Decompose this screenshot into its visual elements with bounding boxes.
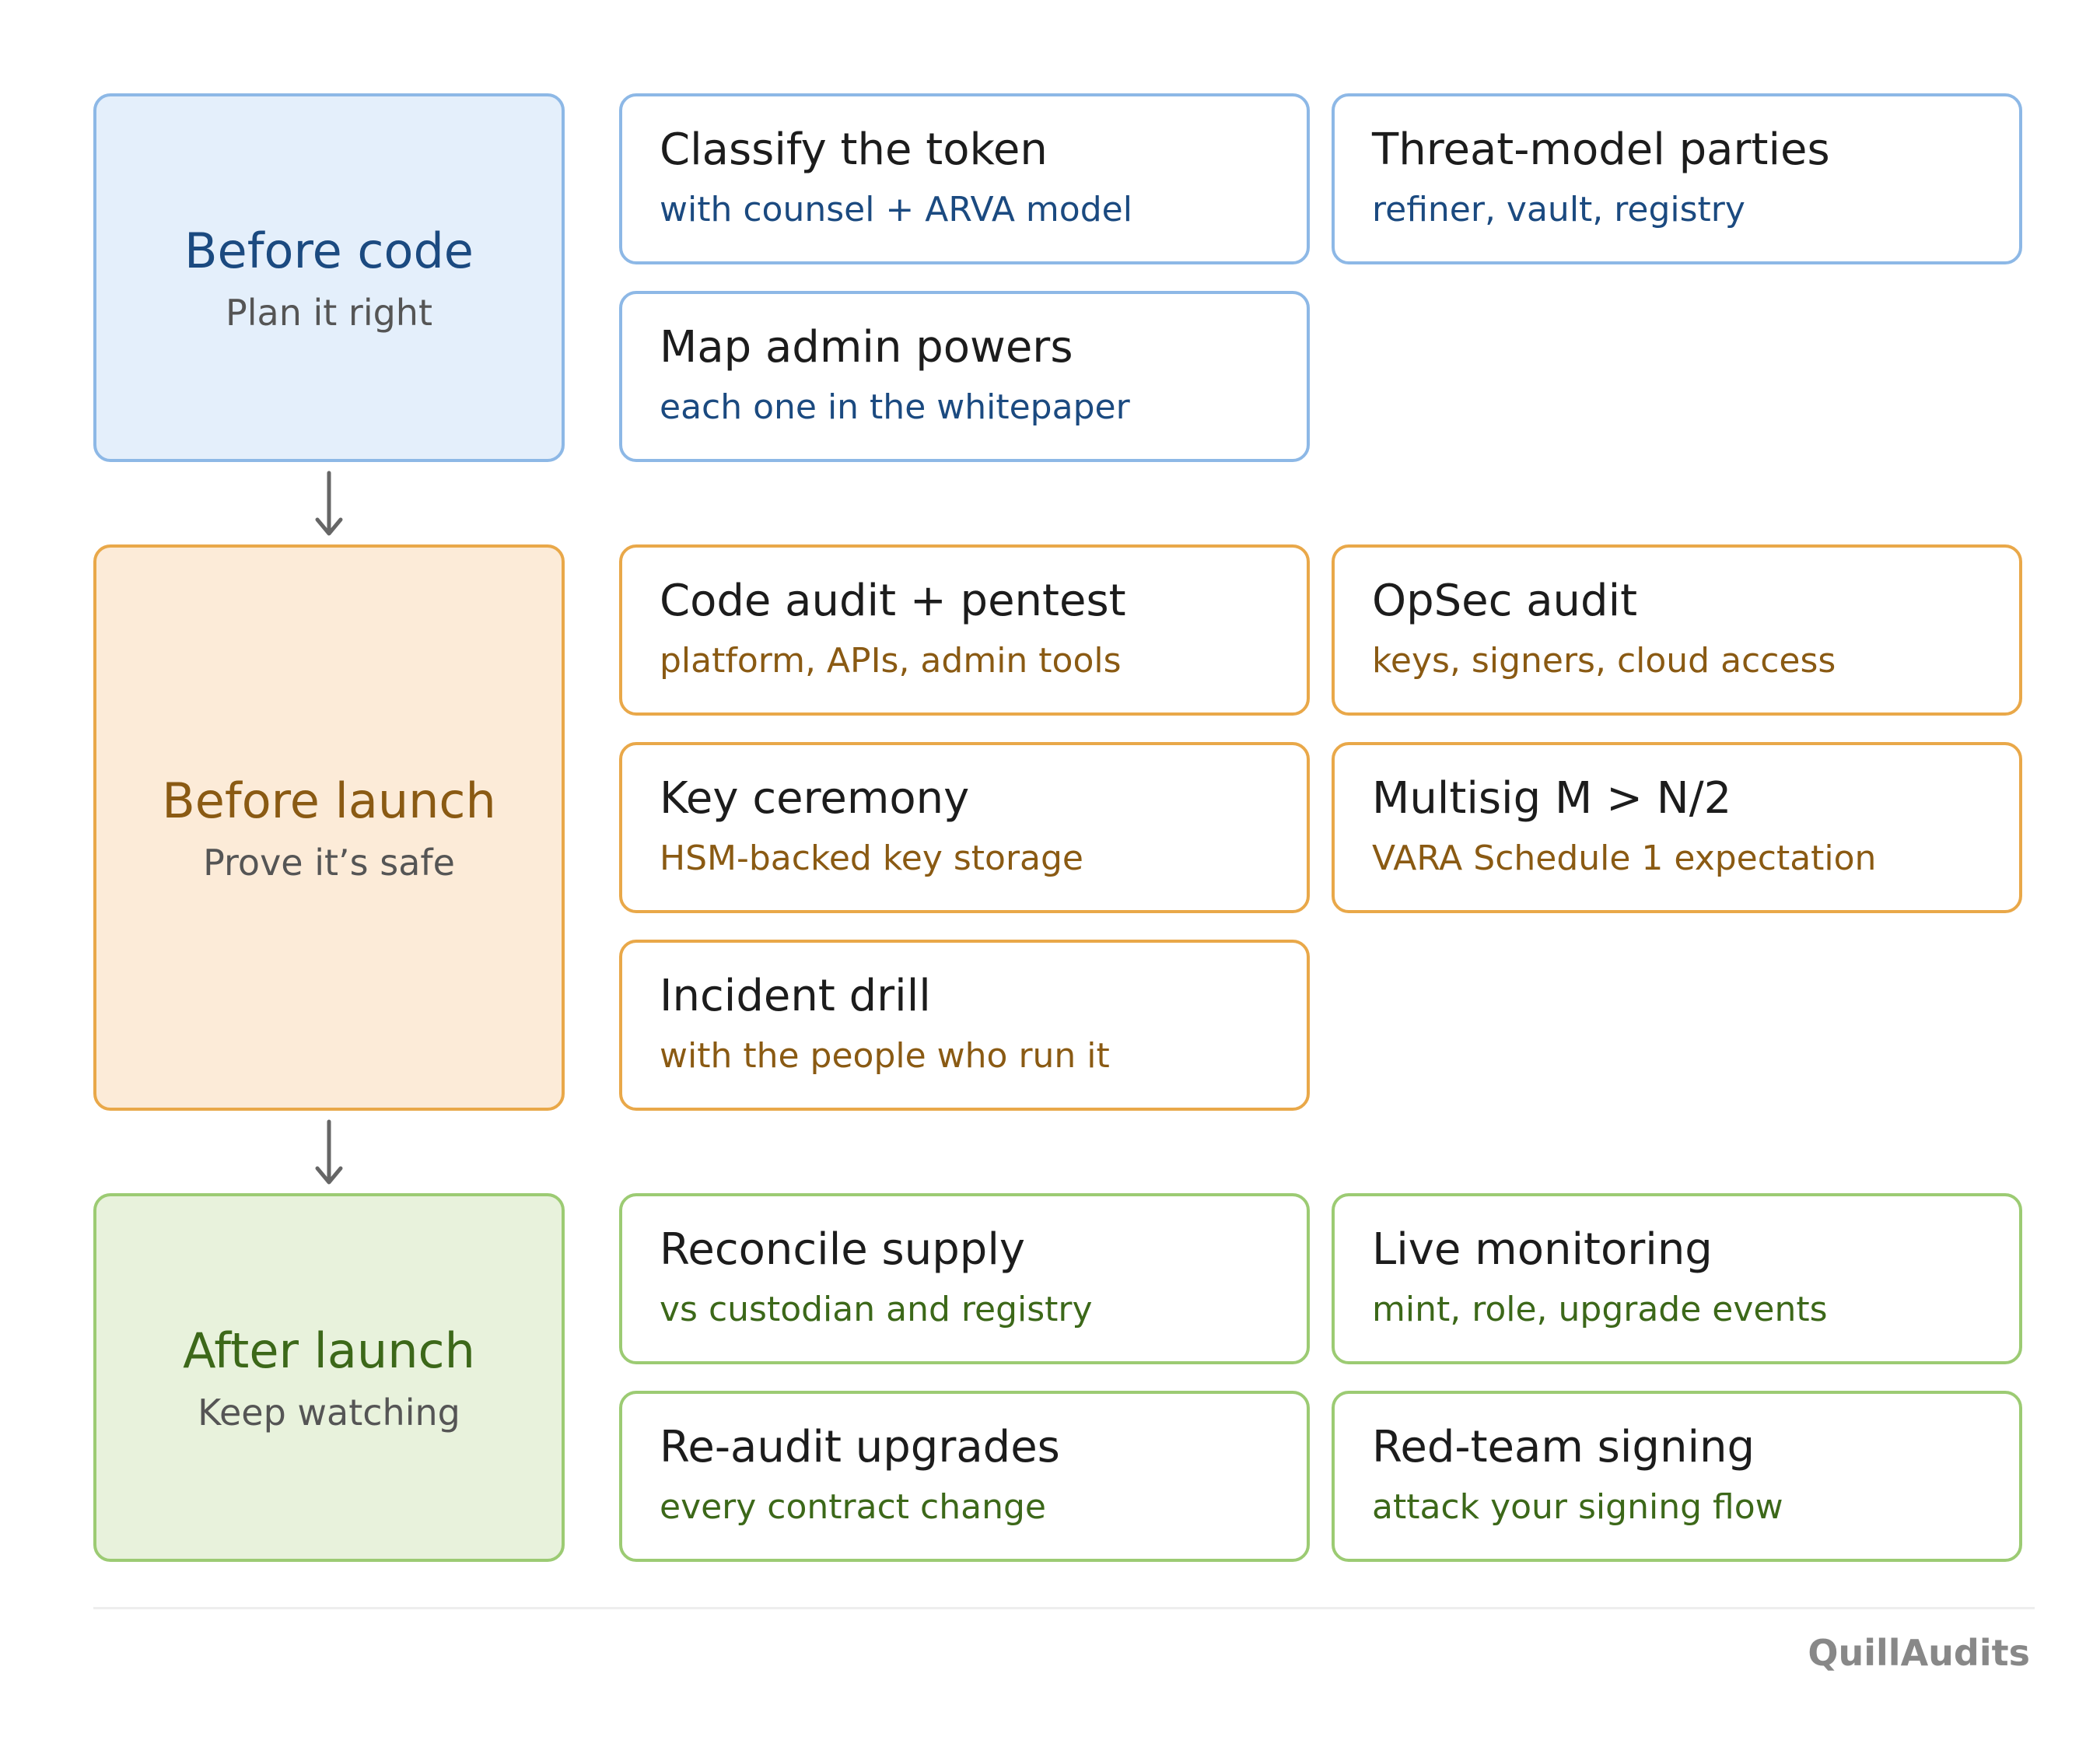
task-subtitle: every contract change [660,1487,1046,1527]
task-subtitle: with counsel + ARVA model [660,190,1132,229]
footer-divider [93,1607,2035,1609]
task-map-admin-powers: Map admin powers each one in the whitepa… [619,291,1310,462]
task-reconcile-supply: Reconcile supply vs custodian and regist… [619,1193,1310,1364]
task-subtitle: platform, APIs, admin tools [660,641,1122,681]
task-classify-token: Classify the token with counsel + ARVA m… [619,93,1310,264]
task-title: Red-team signing [1372,1422,1755,1472]
task-subtitle: refiner, vault, registry [1372,190,1745,229]
task-subtitle: attack your signing flow [1372,1487,1783,1527]
task-subtitle: VARA Schedule 1 expectation [1372,838,1877,878]
brand-logo-text: QuillAudits [1808,1632,2030,1674]
task-title: Re-audit upgrades [660,1422,1060,1472]
task-subtitle: each one in the whitepaper [660,387,1130,427]
task-subtitle: HSM-backed key storage [660,838,1083,878]
task-title: Live monitoring [1372,1224,1713,1275]
task-title: Map admin powers [660,322,1073,373]
task-red-team-signing: Red-team signing attack your signing flo… [1332,1391,2022,1562]
stage-title: Before code [184,222,474,279]
stage-subtitle: Prove it’s safe [203,842,455,884]
stage-before-launch: Before launch Prove it’s safe [93,544,565,1111]
task-opsec-audit: OpSec audit keys, signers, cloud access [1332,544,2022,716]
stage-title: After launch [183,1322,475,1379]
task-live-monitoring: Live monitoring mint, role, upgrade even… [1332,1193,2022,1364]
task-subtitle: mint, role, upgrade events [1372,1290,1828,1329]
stage-before-code: Before code Plan it right [93,93,565,462]
task-multisig: Multisig M > N/2 VARA Schedule 1 expecta… [1332,742,2022,913]
task-title: OpSec audit [1372,576,1638,626]
arrow-down-icon [315,1119,343,1185]
task-key-ceremony: Key ceremony HSM-backed key storage [619,742,1310,913]
task-subtitle: with the people who run it [660,1036,1110,1076]
stage-after-launch: After launch Keep watching [93,1193,565,1562]
task-subtitle: keys, signers, cloud access [1372,641,1836,681]
task-title: Multisig M > N/2 [1372,773,1732,824]
task-title: Code audit + pentest [660,576,1126,626]
task-title: Threat-model parties [1372,124,1830,175]
stage-subtitle: Keep watching [198,1392,460,1434]
arrow-down-icon [315,471,343,536]
task-title: Incident drill [660,971,931,1021]
stage-subtitle: Plan it right [225,292,432,334]
task-threat-model-parties: Threat-model parties refiner, vault, reg… [1332,93,2022,264]
task-title: Key ceremony [660,773,970,824]
task-incident-drill: Incident drill with the people who run i… [619,940,1310,1111]
task-code-audit-pentest: Code audit + pentest platform, APIs, adm… [619,544,1310,716]
task-title: Reconcile supply [660,1224,1026,1275]
task-subtitle: vs custodian and registry [660,1290,1093,1329]
task-re-audit-upgrades: Re-audit upgrades every contract change [619,1391,1310,1562]
stage-title: Before launch [162,772,496,829]
task-title: Classify the token [660,124,1048,175]
